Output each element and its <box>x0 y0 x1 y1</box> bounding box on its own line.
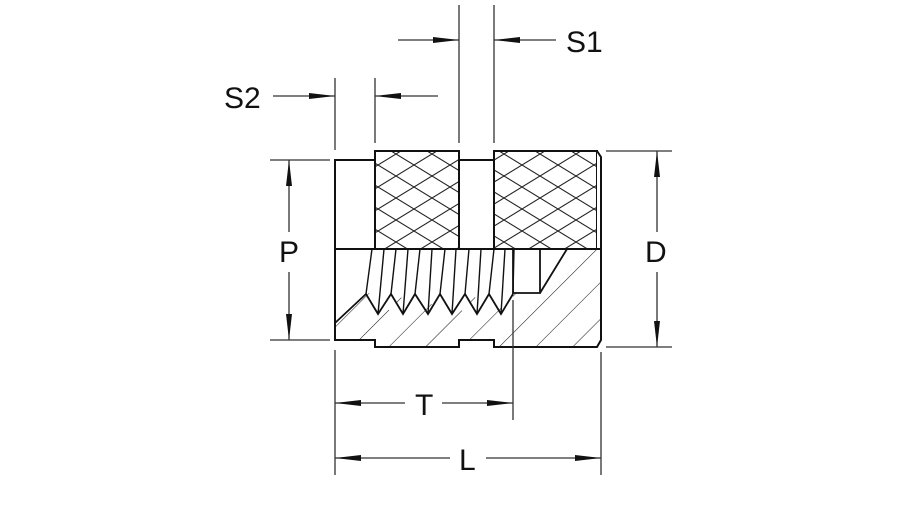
insert-body <box>334 150 602 348</box>
dimension-s2: S2 <box>224 82 438 115</box>
knurl-band-1 <box>374 150 460 250</box>
label-p: P <box>279 236 299 269</box>
thread-profile <box>334 292 514 324</box>
label-l: L <box>459 444 476 477</box>
dimension-t: T <box>335 389 513 422</box>
label-s1: S1 <box>566 26 603 59</box>
dimension-s1: S1 <box>398 26 603 59</box>
thread-helix-lines <box>365 248 515 315</box>
label-t: T <box>415 389 433 422</box>
dimension-d: D <box>645 151 667 347</box>
dimension-p: P <box>279 160 299 340</box>
label-d: D <box>645 236 667 269</box>
extension-lines <box>270 5 672 475</box>
dimension-l: L <box>335 444 601 477</box>
thread-cavity <box>335 249 567 323</box>
label-s2: S2 <box>224 82 261 115</box>
knurl-band-2 <box>493 150 598 250</box>
